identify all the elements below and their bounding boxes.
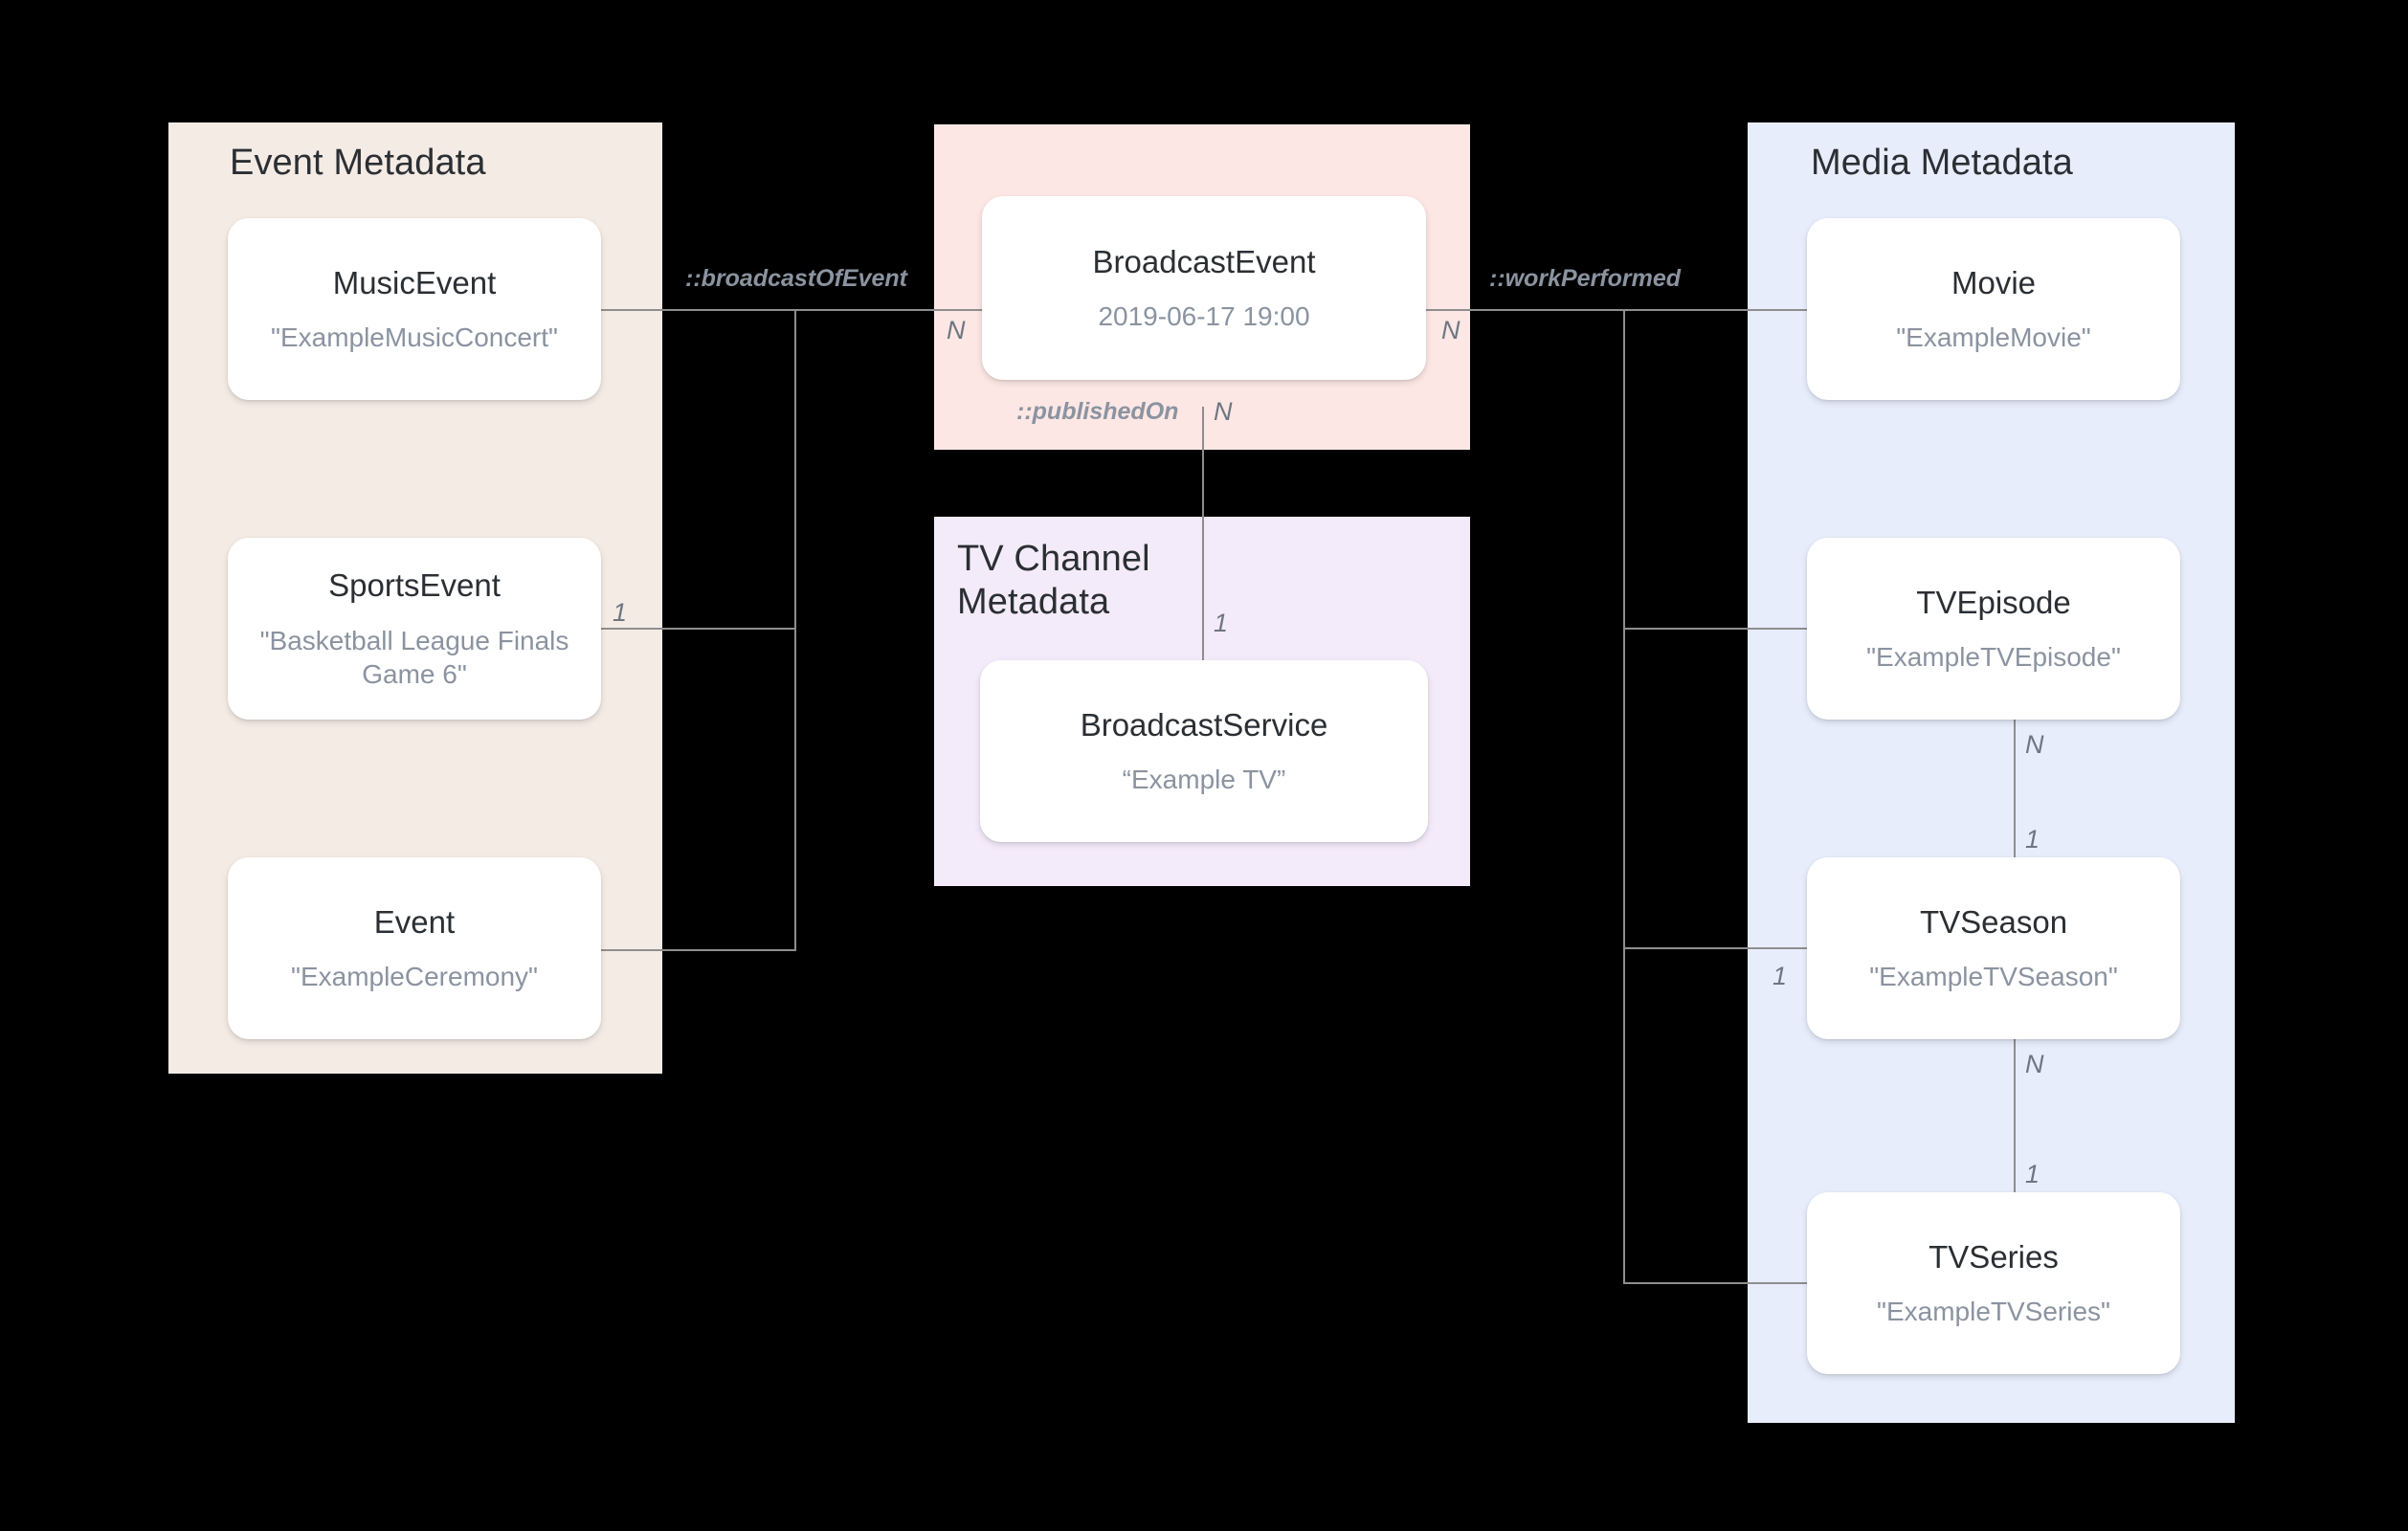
group-title-tv-channel-metadata: TV Channel Metadata xyxy=(957,539,1150,622)
edge-published-on xyxy=(1202,407,1204,660)
cardinality-season-series-1: 1 xyxy=(2025,1160,2040,1188)
cardinality-work-performed-1: 1 xyxy=(1773,962,1788,990)
node-movie[interactable]: Movie "ExampleMovie" xyxy=(1807,218,2180,400)
edge-event-branch xyxy=(601,949,796,951)
node-value-tv-series: "ExampleTVSeries" xyxy=(1877,1297,2110,1327)
group-title-media-metadata: Media Metadata xyxy=(1811,143,2073,183)
edge-broadcast-of-event-top xyxy=(601,309,984,311)
cardinality-work-performed-n: N xyxy=(1441,316,1460,344)
node-value-movie: "ExampleMovie" xyxy=(1896,322,2091,353)
node-broadcast-event[interactable]: BroadcastEvent 2019-06-17 19:00 xyxy=(982,196,1426,380)
node-title-broadcast-event: BroadcastEvent xyxy=(1092,243,1316,279)
edge-tv-season-branch xyxy=(1623,947,1819,949)
node-value-broadcast-service: “Example TV” xyxy=(1122,765,1286,795)
group-title-event-metadata: Event Metadata xyxy=(230,143,486,183)
node-broadcast-service[interactable]: BroadcastService “Example TV” xyxy=(980,660,1428,842)
node-sports-event[interactable]: SportsEvent "Basketball League Finals Ga… xyxy=(228,538,601,720)
cardinality-season-series-n: N xyxy=(2025,1050,2044,1078)
cardinality-episode-season-n: N xyxy=(2025,730,2044,759)
cardinality-broadcast-of-event-n: N xyxy=(947,316,966,344)
edge-label-broadcast-of-event: ::broadcastOfEvent xyxy=(685,265,907,292)
edge-label-work-performed: ::workPerformed xyxy=(1489,265,1682,292)
cardinality-broadcast-of-event-1: 1 xyxy=(613,598,628,627)
node-title-tv-series: TVSeries xyxy=(1929,1238,2059,1275)
node-title-tv-season: TVSeason xyxy=(1919,903,2068,940)
node-title-tv-episode: TVEpisode xyxy=(1916,584,2071,620)
node-title-broadcast-service: BroadcastService xyxy=(1080,706,1328,743)
edge-label-published-on: ::publishedOn xyxy=(1016,398,1179,425)
edge-work-performed-top xyxy=(1426,309,1818,311)
edge-broadcast-of-event-trunk xyxy=(794,309,796,951)
node-value-tv-episode: "ExampleTVEpisode" xyxy=(1866,642,2121,673)
cardinality-published-on-1: 1 xyxy=(1214,609,1229,637)
node-music-event[interactable]: MusicEvent "ExampleMusicConcert" xyxy=(228,218,601,400)
node-value-sports-event: "Basketball League Finals Game 6" xyxy=(259,625,569,689)
edge-tv-series-branch xyxy=(1623,1282,1819,1284)
node-tv-episode[interactable]: TVEpisode "ExampleTVEpisode" xyxy=(1807,538,2180,720)
node-event[interactable]: Event "ExampleCeremony" xyxy=(228,857,601,1039)
node-title-event: Event xyxy=(373,903,456,940)
edge-tv-episode-branch xyxy=(1623,628,1819,630)
node-value-event: "ExampleCeremony" xyxy=(291,962,538,992)
node-value-broadcast-event: 2019-06-17 19:00 xyxy=(1098,301,1310,332)
edge-sports-event-branch xyxy=(601,628,796,630)
cardinality-episode-season-1: 1 xyxy=(2025,825,2040,854)
node-tv-series[interactable]: TVSeries "ExampleTVSeries" xyxy=(1807,1192,2180,1374)
edge-season-to-series xyxy=(2014,1035,2016,1225)
edge-episode-to-season xyxy=(2014,716,2016,898)
edge-work-performed-trunk xyxy=(1623,309,1625,1283)
cardinality-published-on-n: N xyxy=(1214,397,1233,426)
node-value-music-event: "ExampleMusicConcert" xyxy=(271,322,558,353)
node-title-music-event: MusicEvent xyxy=(332,264,497,300)
node-value-tv-season: "ExampleTVSeason" xyxy=(1869,962,2118,992)
node-title-sports-event: SportsEvent xyxy=(328,567,501,604)
node-title-movie: Movie xyxy=(1951,264,2037,300)
node-tv-season[interactable]: TVSeason "ExampleTVSeason" xyxy=(1807,857,2180,1039)
